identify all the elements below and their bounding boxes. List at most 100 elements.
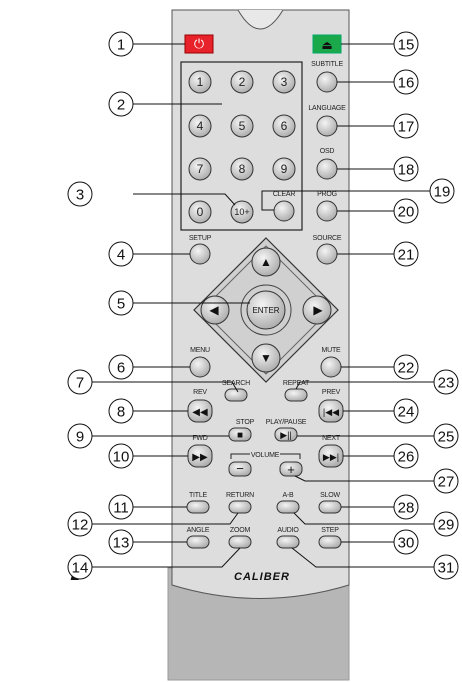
callout-28-label: 28 [398, 500, 415, 517]
callout-26-label: 26 [398, 449, 415, 466]
callout-25-label: 25 [438, 429, 455, 446]
subtitle-button[interactable] [317, 72, 337, 92]
title-label: TITLE [189, 492, 208, 499]
eject-icon: ⏏ [321, 38, 332, 52]
callout-15-label: 15 [398, 37, 415, 54]
language-label: LANGUAGE [308, 105, 346, 112]
key-1-label: 1 [197, 75, 204, 89]
rev-label: REV [193, 389, 207, 396]
right-arrow-icon: ▶ [313, 303, 323, 317]
step-button[interactable] [319, 536, 341, 548]
callout-17-label: 17 [398, 119, 415, 136]
callout-6-label: 6 [117, 360, 125, 377]
callout-21-label: 21 [398, 247, 415, 264]
search-label: SEARCH [222, 380, 250, 387]
power-icon: ⏻ [194, 36, 204, 51]
angle-button[interactable] [187, 536, 209, 548]
callout-24-label: 24 [398, 404, 415, 421]
callout-27-label: 27 [438, 474, 455, 491]
fast-forward-icon: ▶▶ [192, 452, 208, 463]
repeat-button[interactable] [285, 389, 307, 401]
plus-icon: + [287, 462, 295, 477]
key-7-label: 7 [197, 162, 204, 176]
callout-22-label: 22 [398, 360, 415, 377]
mute-label: MUTE [321, 347, 341, 354]
zoom-button[interactable] [229, 536, 251, 548]
source-button[interactable] [317, 244, 337, 264]
callout-10-label: 10 [113, 449, 130, 466]
key-0-label: 0 [197, 205, 204, 219]
clear-button[interactable] [274, 201, 294, 221]
clear-label: CLEAR [273, 191, 295, 198]
audio-label: AUDIO [277, 527, 299, 534]
callout-12-label: 12 [72, 517, 89, 534]
callout-31-label: 31 [438, 560, 455, 577]
menu-button[interactable] [190, 357, 210, 377]
callout-16-label: 16 [398, 75, 415, 92]
step-label: STEP [321, 527, 339, 534]
left-arrow-icon: ◀ [209, 303, 219, 317]
language-button[interactable] [317, 116, 337, 136]
volume-label: VOLUME [251, 452, 280, 459]
callout-30-label: 30 [398, 535, 415, 552]
brand-name: CALIBER [234, 571, 290, 583]
callout-2-label: 2 [117, 97, 125, 114]
key-6-label: 6 [281, 119, 288, 133]
title-button[interactable] [187, 501, 209, 513]
slow-label: SLOW [320, 492, 340, 499]
key-4-label: 4 [197, 119, 204, 133]
osd-button[interactable] [317, 159, 337, 179]
callout-14-label: 14 [72, 560, 89, 577]
previous-track-icon: |◀◀ [323, 407, 339, 417]
key-2-label: 2 [239, 75, 246, 89]
setup-label: SETUP [189, 235, 212, 242]
osd-label: OSD [320, 148, 335, 155]
source-label: SOURCE [313, 235, 342, 242]
setup-button[interactable] [190, 244, 210, 264]
prev-label: PREV [322, 389, 341, 396]
play-pause-icon: ▶|| [280, 430, 292, 440]
callout-19-label: 19 [434, 184, 451, 201]
enter-label: ENTER [252, 306, 279, 315]
callout-7-label: 7 [76, 375, 84, 392]
subtitle-label: SUBTITLE [311, 61, 343, 68]
callout-20-label: 20 [398, 204, 415, 221]
slow-button[interactable] [319, 501, 341, 513]
play-pause-label: PLAY/PAUSE [266, 419, 307, 426]
callout-9-label: 9 [76, 429, 84, 446]
callout-13-label: 13 [113, 535, 130, 552]
callout-29-label: 29 [438, 517, 455, 534]
audio-button[interactable] [277, 536, 299, 548]
return-button[interactable] [229, 501, 251, 513]
callout-1-label: 1 [117, 37, 125, 54]
search-button[interactable] [225, 389, 247, 401]
callout-8-label: 8 [117, 404, 125, 421]
menu-label: MENU [190, 347, 210, 354]
callout-5-label: 5 [117, 296, 125, 313]
callout-3-label: 3 [76, 187, 84, 204]
callout-18-label: 18 [398, 162, 415, 179]
stop-label: STOP [236, 419, 255, 426]
ab-button[interactable] [277, 501, 299, 513]
angle-label: ANGLE [187, 527, 210, 534]
prog-label: PROG [317, 191, 337, 198]
key-3-label: 3 [281, 75, 288, 89]
down-arrow-icon: ▼ [260, 351, 272, 365]
rewind-icon: ◀◀ [192, 407, 208, 418]
up-arrow-icon: ▲ [260, 255, 272, 269]
key-8-label: 8 [239, 162, 246, 176]
callout-4-label: 4 [117, 247, 125, 264]
prog-button[interactable] [317, 201, 337, 221]
mute-button[interactable] [321, 357, 341, 377]
zoom-label: ZOOM [230, 527, 251, 534]
callout-23-label: 23 [438, 375, 455, 392]
ab-label: A-B [282, 492, 294, 499]
next-track-icon: ▶▶| [323, 452, 339, 462]
callout-11-label: 11 [113, 500, 129, 517]
minus-icon: − [236, 461, 244, 476]
key-9-label: 9 [281, 162, 288, 176]
return-label: RETURN [226, 492, 254, 499]
stop-icon: ■ [237, 430, 243, 441]
key-5-label: 5 [239, 119, 246, 133]
